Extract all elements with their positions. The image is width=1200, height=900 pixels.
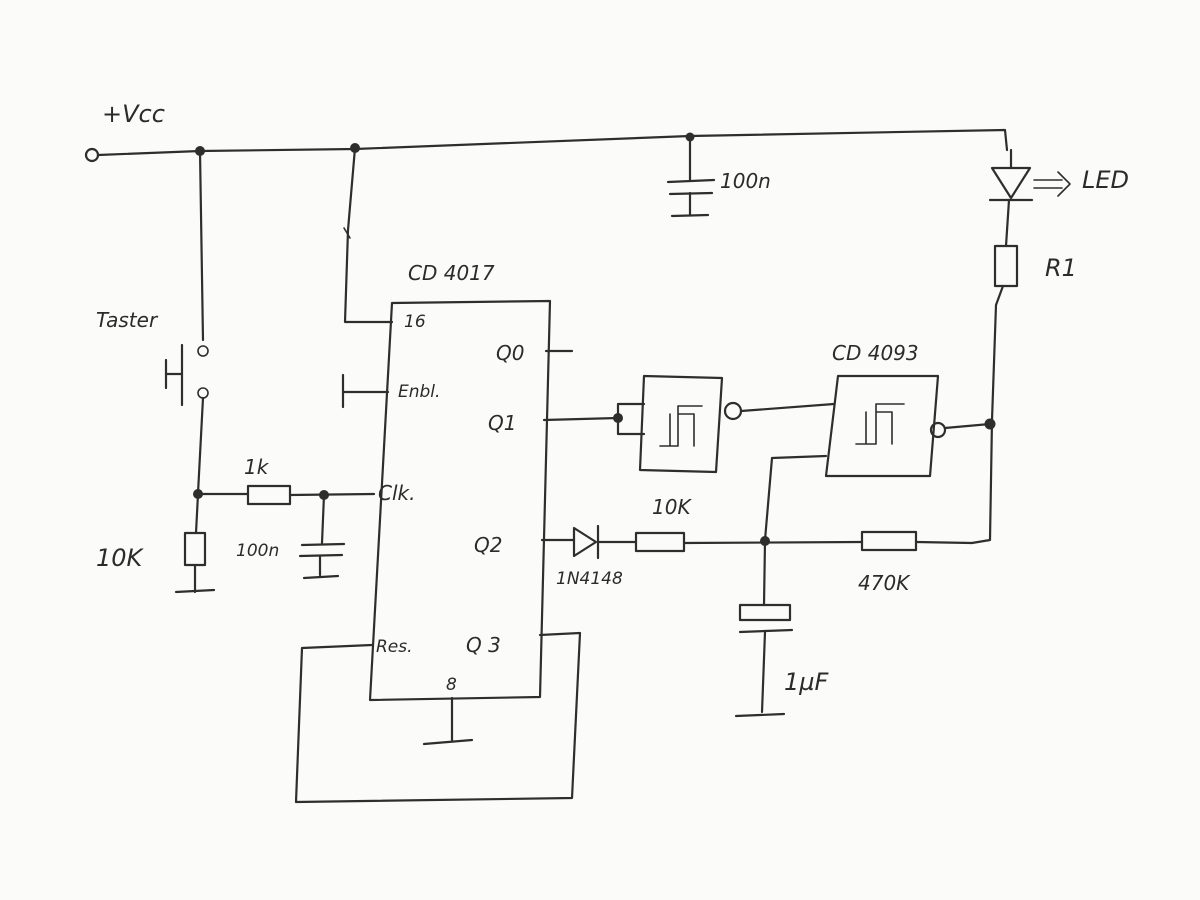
- wire: [196, 396, 205, 495]
- wire: [542, 416, 620, 422]
- q2-label: Q2: [474, 533, 502, 557]
- q1-label: Q1: [488, 411, 516, 435]
- schmitt-nand-gate-1: [638, 374, 743, 474]
- clk-resistor-label: 1k: [244, 455, 270, 479]
- clock-filter-capacitor: 100n: [236, 493, 346, 580]
- wire: [763, 454, 828, 542]
- q3-label: Q 3: [466, 633, 501, 657]
- wire: [616, 402, 646, 436]
- resistor-pulldown-10k: 10K: [96, 492, 216, 594]
- wire: [288, 492, 376, 497]
- wire: [943, 422, 992, 430]
- reset-feedback-wire: [294, 631, 582, 804]
- wire: [1004, 198, 1011, 248]
- diode-resistor-label: 10K: [652, 495, 692, 519]
- led-symbol: LED: [988, 148, 1129, 202]
- supply-cap-label: 100n: [720, 169, 771, 193]
- clk-cap-label: 100n: [236, 541, 279, 561]
- wire: [341, 373, 390, 409]
- pin16-label: 16: [404, 312, 426, 332]
- vcc-label: +Vcc: [102, 100, 165, 128]
- ic-cd4017: CD 4017 16 Enbl. Q0 Q1 Clk. Q2 Res. Q 3 …: [368, 261, 552, 702]
- ic2-label: CD 4093: [832, 341, 919, 365]
- timing-capacitor-1uf: 1µF: [734, 539, 830, 718]
- clk-label: Clk.: [378, 481, 415, 505]
- pin8-label: 8: [446, 675, 457, 695]
- wire: [343, 227, 351, 239]
- resistor-r1: R1: [993, 244, 1077, 288]
- wire: [682, 540, 864, 545]
- supply-decoupling-capacitor: 100n: [666, 135, 771, 218]
- feedback-resistor-label: 470K: [858, 571, 911, 595]
- wire: [739, 402, 836, 413]
- timing-cap-label: 1µF: [784, 668, 830, 696]
- taster-label: Taster: [96, 308, 159, 332]
- diode-1n4148: 1N4148: [556, 524, 623, 589]
- wire: [914, 540, 974, 545]
- wire: [422, 696, 474, 746]
- vcc-terminal: +Vcc: [84, 100, 165, 163]
- resistor-feedback-470k: 470K: [858, 530, 918, 595]
- q0-label: Q0: [496, 341, 524, 365]
- resistor-clock-1k: 1k: [244, 455, 292, 506]
- ic1-label: CD 4017: [408, 261, 495, 285]
- r1-label: R1: [1045, 254, 1077, 282]
- enable-label: Enbl.: [398, 382, 440, 402]
- res-label: Res.: [376, 637, 413, 657]
- wire: [970, 284, 1005, 545]
- diode-label: 1N4148: [556, 569, 623, 589]
- led-label: LED: [1082, 166, 1129, 194]
- wire: [343, 146, 394, 324]
- pulldown-label: 10K: [96, 544, 145, 572]
- vcc-rail-wire: [96, 128, 1009, 157]
- push-button: Taster: [96, 149, 209, 407]
- schmitt-nand-gate-2: CD 4093: [824, 341, 947, 478]
